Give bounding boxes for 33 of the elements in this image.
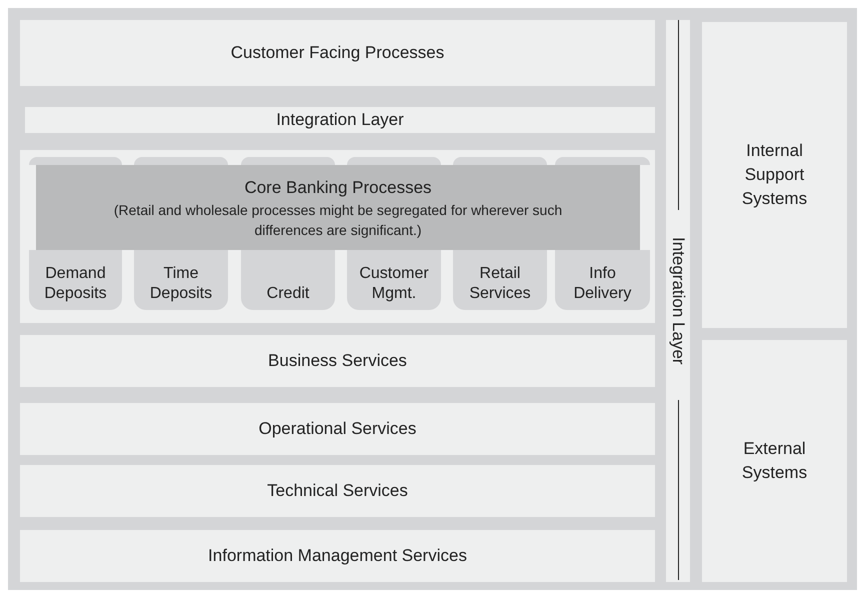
layer-panel [20,150,655,323]
layer-bar [666,20,690,582]
system-box [702,340,847,582]
column-label: Retail Services [468,264,532,304]
layer-box [20,530,655,582]
layer-label: External Systems [740,438,808,484]
layer-label: Business Services [268,351,407,371]
layer-label: Information Management Services [208,546,467,566]
column-label: Time Deposits [148,264,214,304]
process-column [555,250,650,310]
column-label: Customer Mgmt. [359,264,429,304]
layer-box [20,465,655,517]
layer-label: Integration Layer [276,110,404,130]
system-box [702,22,847,328]
column-label: Credit [266,284,310,304]
layer-label: Internal Support Systems [740,140,808,210]
layer-box [25,107,655,133]
process-column [241,250,335,310]
column-label: Demand Deposits [43,264,108,304]
layer-label: Customer Facing Processes [230,43,444,63]
column-label: Info Delivery [572,264,632,304]
layer-label: Operational Services [258,419,416,439]
process-column [29,250,122,310]
box-title: Core Banking Processes [244,176,432,198]
process-column [453,250,547,310]
layer-box [20,335,655,387]
process-column [134,250,228,310]
layer-box [20,20,655,86]
core-process-box [36,165,640,250]
layer-label: Technical Services [267,481,408,501]
process-column [347,250,441,310]
box-note: (Retail and wholesale processes might be segregated for wherever such differences are significant.) [112,200,564,240]
layer-box [20,403,655,455]
